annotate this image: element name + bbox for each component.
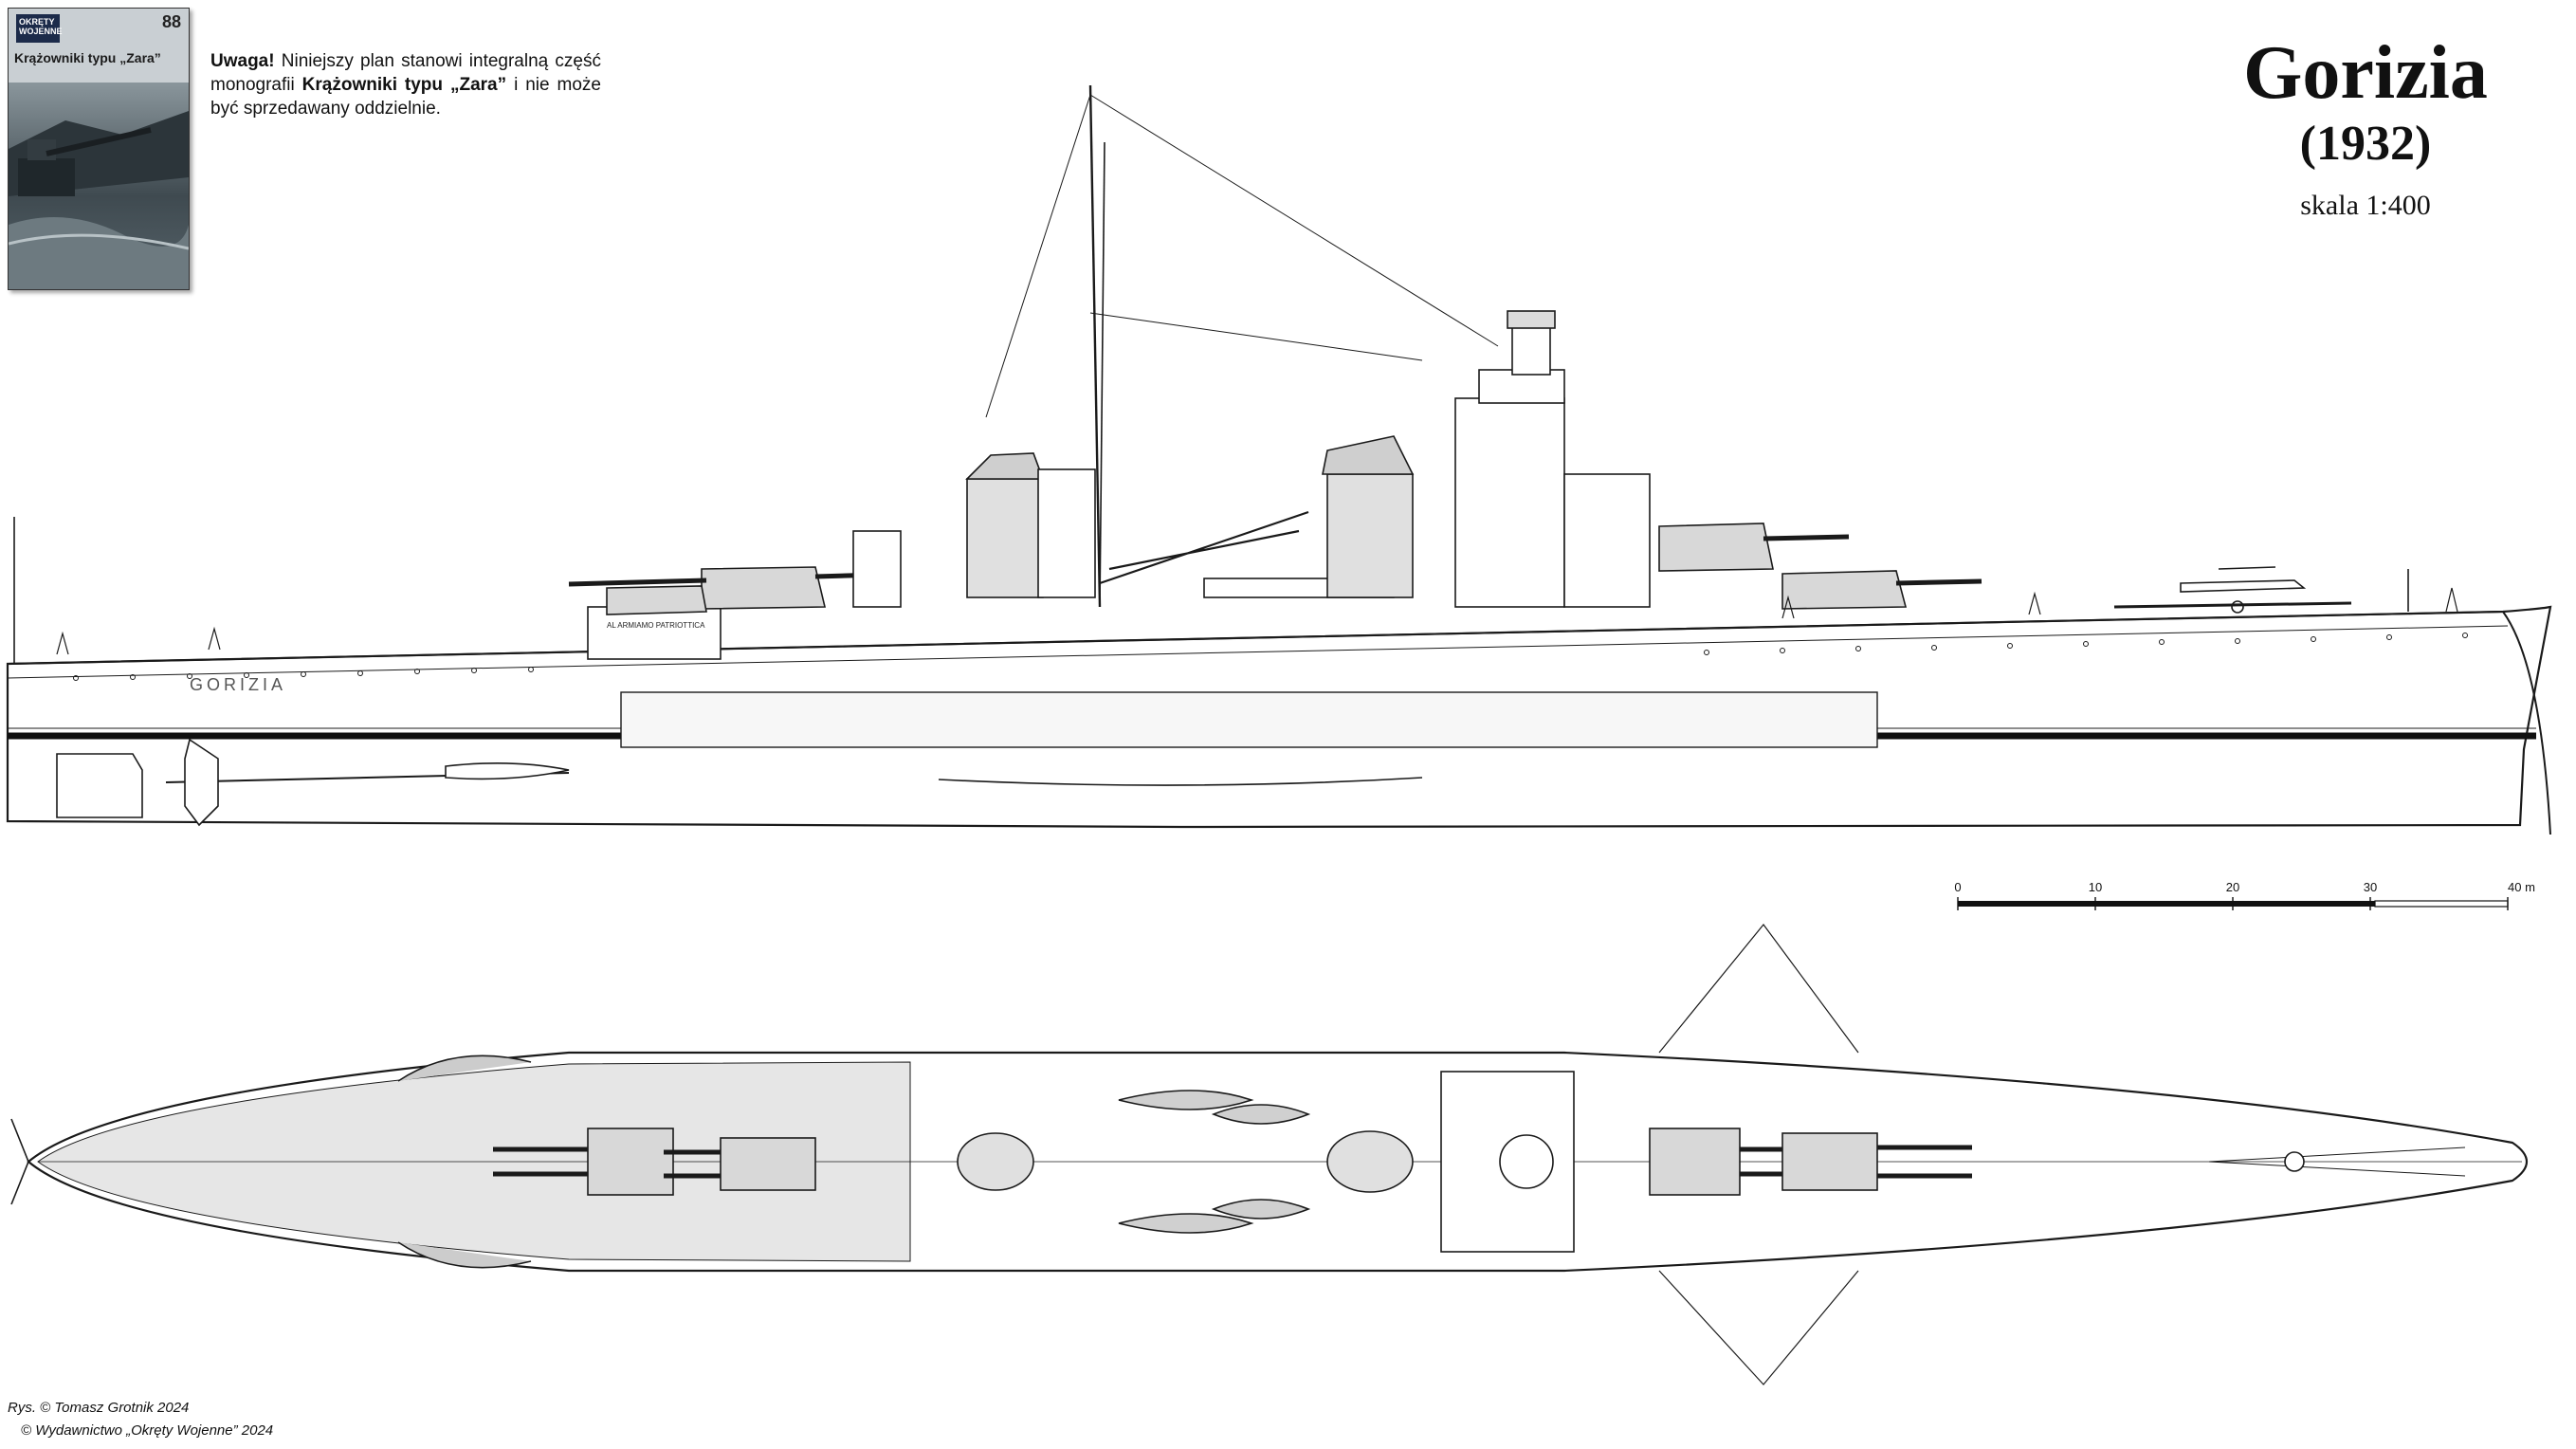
forward-turret-1 xyxy=(1781,570,1908,610)
aft-director-tower xyxy=(852,530,902,608)
scale-bar-solid xyxy=(1958,901,2375,907)
bridge-upper xyxy=(1478,369,1565,404)
fore-superstructure xyxy=(1563,473,1651,608)
drawing-credit: Rys. © Tomasz Grotnik 2024 xyxy=(8,1400,190,1416)
aft-turret-2 xyxy=(606,585,707,615)
aft-funnel-base xyxy=(966,478,1044,598)
plan-fore-funnel xyxy=(1326,1130,1414,1193)
propeller xyxy=(184,738,219,827)
scale-bar: 0 10 20 30 40 m xyxy=(1954,880,2535,910)
scale-label: skala 1:400 xyxy=(2300,190,2431,221)
portholes xyxy=(73,633,2468,681)
plan-aft-funnel xyxy=(957,1132,1034,1191)
aft-deckhouse xyxy=(587,606,722,660)
deck-plan xyxy=(10,924,2529,1385)
plan-aft-davit-port xyxy=(397,1055,532,1082)
notice-label: Uwaga! xyxy=(210,51,275,71)
plan-aft-turret-2 xyxy=(720,1137,816,1191)
cover-badge: OKRĘTY WOJENNE xyxy=(16,14,63,43)
notice-text: Uwaga! Niniejszy plan stanowi integralną… xyxy=(210,49,601,120)
cover-title: Krążowniki typu „Zara” xyxy=(14,50,161,65)
plan-paravane-boom-stbd xyxy=(1658,1270,1859,1385)
scale-tick-label: 40 m xyxy=(2508,880,2535,894)
fore-funnel xyxy=(1322,435,1415,475)
forward-turret-2 xyxy=(1658,523,1774,572)
plan-paravane-boom-port xyxy=(1658,924,1859,1054)
scale-tick-label: 20 xyxy=(2226,880,2239,894)
bilge-keel xyxy=(938,777,1423,786)
armor-belt xyxy=(620,691,1878,748)
fire-control-top xyxy=(1511,326,1551,376)
plan-aft-turret-1 xyxy=(587,1128,674,1196)
ship-title: Gorizia xyxy=(2243,31,2488,115)
scale-bar-dashed xyxy=(2374,900,2509,908)
notice-text-1: Niniejszy plan stanowi integralną część … xyxy=(210,51,602,95)
plan-forward-turret-1 xyxy=(1781,1132,1878,1191)
stern-lettering: AL ARMIAMO PATRIOTTICA xyxy=(607,621,705,630)
plan-aft-davit-stbd xyxy=(397,1241,532,1269)
plan-boat-1 xyxy=(1118,1090,1254,1110)
plan-anchor-capstan xyxy=(2284,1151,2305,1172)
seaplane xyxy=(2180,566,2307,593)
scale-tick-label: 10 xyxy=(2089,880,2102,894)
mainmast-platform xyxy=(1037,468,1096,598)
mainmast xyxy=(1088,84,1102,608)
plan-boat-3 xyxy=(1211,1104,1311,1125)
ship-year: (1932) xyxy=(2299,117,2432,171)
mast-rigging xyxy=(985,94,1499,418)
plan-stern-rudder xyxy=(10,1118,29,1205)
publisher-credit: © Wydawnictwo „Okręty Wojenne” 2024 xyxy=(21,1422,274,1439)
plan-anchor-chain xyxy=(2208,1146,2466,1177)
aft-turret-1 xyxy=(701,566,827,610)
notice-monograph: Krążowniki typu „Zara” xyxy=(301,75,507,95)
plan-boat-2 xyxy=(1118,1213,1254,1234)
aft-funnel xyxy=(965,452,1045,480)
propeller-a-bracket xyxy=(445,762,570,780)
notice-text-2: i nie może być sprzedawany oddzielnie. xyxy=(210,75,601,119)
monograph-cover-image: OKRĘTY WOJENNE 88 Krążowniki typu „Zara” xyxy=(8,8,190,290)
bridge-tower xyxy=(1454,397,1565,608)
ventilators xyxy=(56,587,2458,655)
cover-photo xyxy=(9,83,189,289)
fore-funnel-base xyxy=(1326,473,1414,598)
hull-name: GORIZIA xyxy=(190,675,286,694)
plan-boat-4 xyxy=(1211,1199,1311,1220)
boat-crane xyxy=(1099,510,1309,585)
plan-rangefinder xyxy=(1499,1134,1554,1189)
bow-stem xyxy=(2502,611,2551,835)
rangefinder-top xyxy=(1507,310,1556,329)
rudder xyxy=(56,753,143,818)
plan-forward-turret-2 xyxy=(1649,1128,1741,1196)
cover-issue-number: 88 xyxy=(161,12,181,31)
side-profile xyxy=(6,84,2552,835)
scale-tick-label: 30 xyxy=(2364,880,2377,894)
scale-tick-label: 0 xyxy=(1954,880,1961,894)
